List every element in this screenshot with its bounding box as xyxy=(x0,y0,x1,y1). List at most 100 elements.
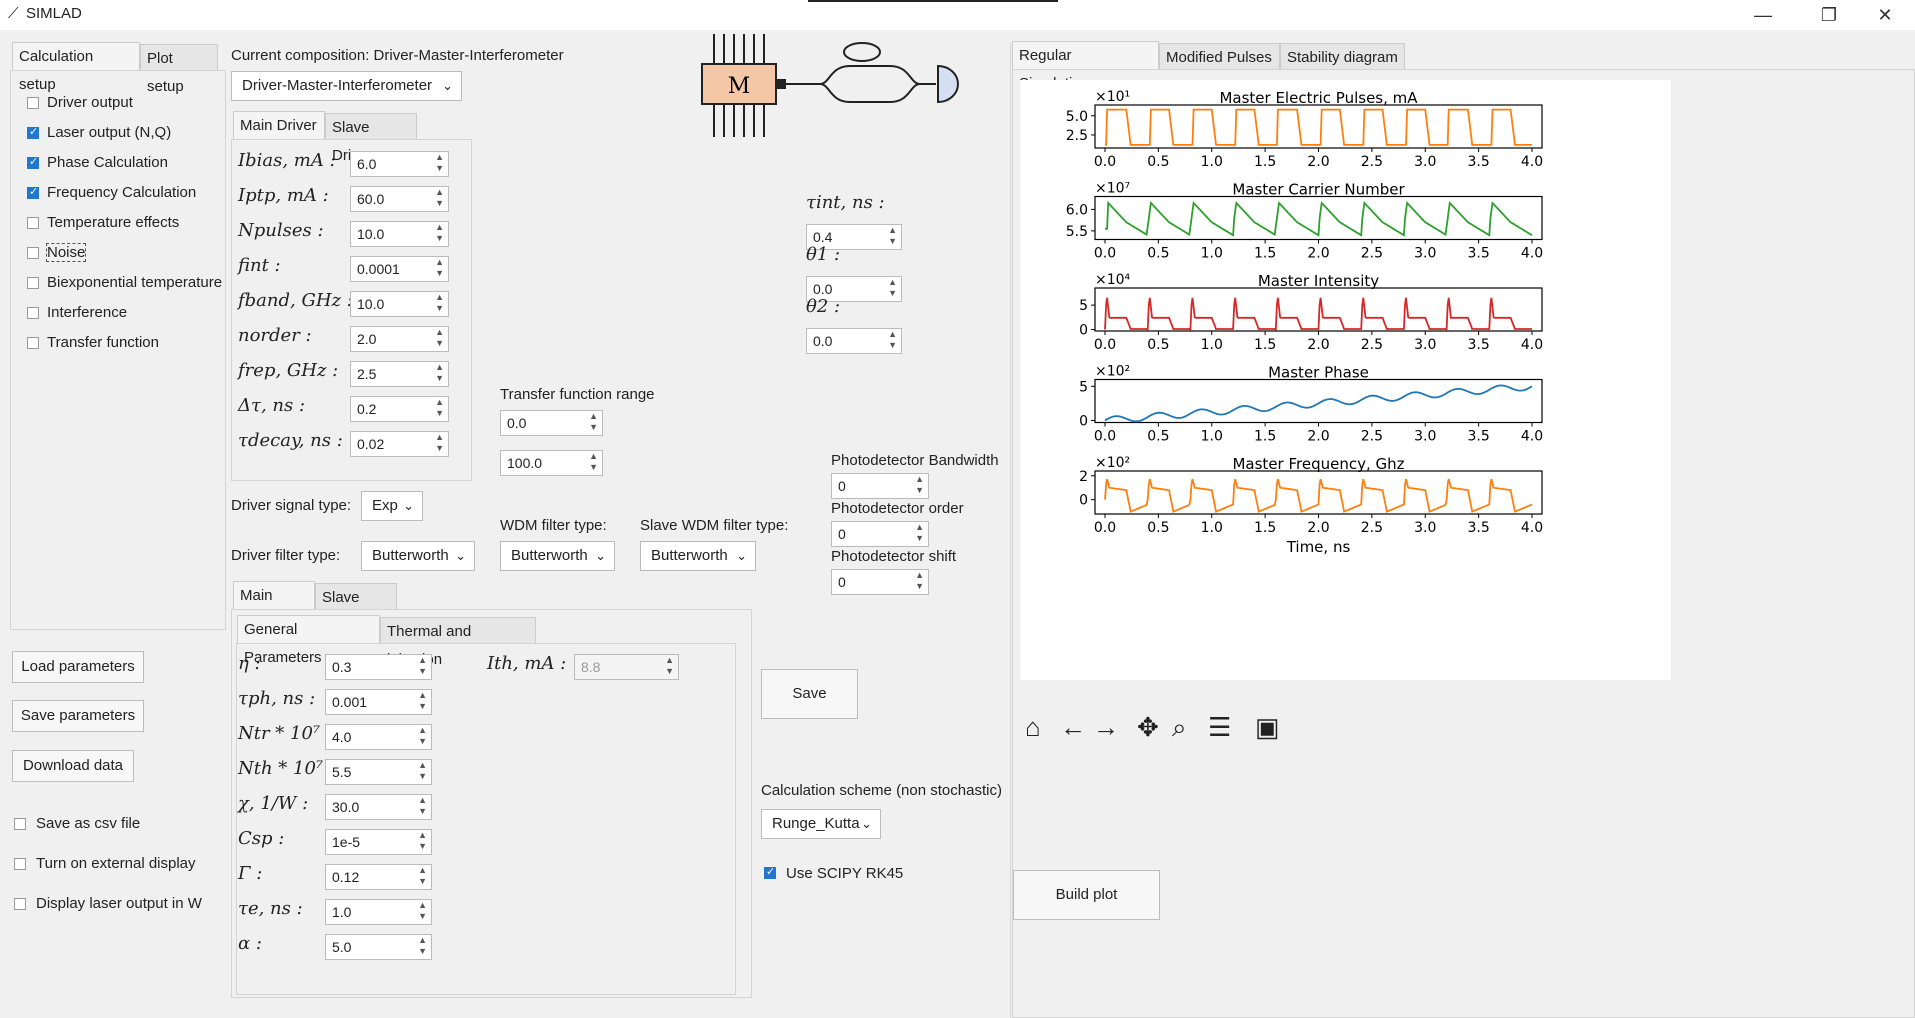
interf-param-input[interactable]: 0.4▲▼ xyxy=(806,224,902,250)
tab-regular-simulations[interactable]: Regular Simulations xyxy=(1012,41,1159,92)
spin-arrows-icon[interactable]: ▲▼ xyxy=(888,329,897,350)
checkbox-biexponential-temperature[interactable] xyxy=(27,277,39,289)
laser-param-input[interactable]: 5.5▲▼ xyxy=(325,759,432,785)
driver-param-input[interactable]: 0.02▲▼ xyxy=(350,431,449,457)
laser-param-input[interactable]: 0.3▲▼ xyxy=(325,654,432,680)
checkbox-noise[interactable] xyxy=(27,247,39,259)
build-plot-button[interactable]: Build plot xyxy=(1013,870,1160,920)
checkbox-transfer-function[interactable] xyxy=(27,337,39,349)
tab-general-parameters[interactable]: General Parameters xyxy=(237,615,380,666)
spin-arrows-icon[interactable]: ▲▼ xyxy=(435,152,444,173)
spin-arrows-icon[interactable]: ▲▼ xyxy=(435,362,444,383)
tab-main-laser[interactable]: Main laser xyxy=(233,581,315,632)
transfer-from-input[interactable]: 0.0▲▼ xyxy=(500,410,603,436)
spin-arrows-icon[interactable]: ▲▼ xyxy=(435,187,444,208)
spin-arrows-icon[interactable]: ▲▼ xyxy=(915,522,924,543)
download-data-button[interactable]: Download data xyxy=(12,750,134,782)
interf-param-input[interactable]: 0.0▲▼ xyxy=(806,328,902,354)
spin-arrows-icon[interactable]: ▲▼ xyxy=(435,327,444,348)
spin-arrows-icon[interactable]: ▲▼ xyxy=(418,935,427,956)
spin-arrows-icon[interactable]: ▲▼ xyxy=(435,222,444,243)
load-parameters-button[interactable]: Load parameters xyxy=(12,651,144,683)
interf-param-input[interactable]: 0.0▲▼ xyxy=(806,276,902,302)
laser-param-input[interactable]: 0.001▲▼ xyxy=(325,689,432,715)
home-icon[interactable]: ⌂ xyxy=(1025,712,1041,742)
spin-arrows-icon[interactable]: ▲▼ xyxy=(888,225,897,246)
y-tick-label: 5.5 xyxy=(1066,224,1088,240)
driver-param-input[interactable]: 0.2▲▼ xyxy=(350,396,449,422)
slave-wdm-filter-select[interactable]: Butterworth⌄ xyxy=(640,541,756,571)
spin-arrows-icon[interactable]: ▲▼ xyxy=(435,257,444,278)
spin-arrows-icon[interactable]: ▲▼ xyxy=(418,865,427,886)
checkbox-save-as-csv-file[interactable] xyxy=(14,818,26,830)
checkbox-turn-on-external-display[interactable] xyxy=(14,858,26,870)
tab-main-driver[interactable]: Main Driver xyxy=(233,111,325,139)
tab-slave-driver[interactable]: Slave Driver xyxy=(325,113,417,164)
driver-param-input[interactable]: 0.0001▲▼ xyxy=(350,256,449,282)
composition-select[interactable]: Driver-Master-Interferometer ⌄ xyxy=(231,71,462,101)
spin-arrows-icon[interactable]: ▲▼ xyxy=(418,725,427,746)
checkbox-phase-calculation[interactable] xyxy=(27,155,39,169)
forward-icon[interactable]: → xyxy=(1093,712,1119,742)
checkbox-driver-output[interactable] xyxy=(27,97,39,109)
driver-signal-select[interactable]: Exp⌄ xyxy=(361,491,423,521)
maximize-icon[interactable]: ❐ xyxy=(1820,5,1838,25)
scheme-select[interactable]: Runge_Kutta⌄ xyxy=(761,809,881,839)
pan-icon[interactable]: ✥ xyxy=(1137,712,1159,742)
use-scipy-label: Use SCIPY RK45 xyxy=(786,865,904,882)
laser-param-input[interactable]: 30.0▲▼ xyxy=(325,794,432,820)
spin-arrows-icon[interactable]: ▲▼ xyxy=(435,432,444,453)
tab-plot-setup[interactable]: Plot setup xyxy=(140,44,218,95)
checkbox-laser-output-n-q[interactable] xyxy=(27,125,39,139)
laser-param-input[interactable]: 1e-5▲▼ xyxy=(325,829,432,855)
laser-param-input[interactable]: 0.12▲▼ xyxy=(325,864,432,890)
spin-arrows-icon[interactable]: ▲▼ xyxy=(915,570,924,591)
spin-arrows-icon[interactable]: ▲▼ xyxy=(418,760,427,781)
checkbox-temperature-effects[interactable] xyxy=(27,217,39,229)
spin-arrows-icon[interactable]: ▲▼ xyxy=(915,474,924,495)
driver-filter-select[interactable]: Butterworth⌄ xyxy=(361,541,475,571)
wdm-filter-select[interactable]: Butterworth⌄ xyxy=(500,541,615,571)
use-scipy-checkbox[interactable] xyxy=(764,865,776,879)
minimize-icon[interactable]: — xyxy=(1754,5,1772,25)
save-button[interactable]: Save xyxy=(761,669,858,719)
spin-arrows-icon[interactable]: ▲▼ xyxy=(435,292,444,313)
checkbox-frequency-calculation[interactable] xyxy=(27,185,39,199)
save-icon[interactable]: ▣ xyxy=(1255,712,1280,742)
spin-arrows-icon[interactable]: ▲▼ xyxy=(418,690,427,711)
driver-param-input[interactable]: 10.0▲▼ xyxy=(350,291,449,317)
spin-arrows-icon[interactable]: ▲▼ xyxy=(418,795,427,816)
photodetector-input[interactable]: 0▲▼ xyxy=(831,569,929,595)
spin-arrows-icon[interactable]: ▲▼ xyxy=(418,900,427,921)
chart-title: Master Frequency, Ghz xyxy=(1232,455,1404,473)
laser-param-input[interactable]: 4.0▲▼ xyxy=(325,724,432,750)
transfer-to-input[interactable]: 100.0▲▼ xyxy=(500,450,603,476)
spin-arrows-icon[interactable]: ▲▼ xyxy=(435,397,444,418)
tab-thermal-injection[interactable]: Thermal and injection xyxy=(380,617,536,668)
checkbox-display-laser-output-in-w[interactable] xyxy=(14,898,26,910)
driver-param-input[interactable]: 2.0▲▼ xyxy=(350,326,449,352)
close-icon[interactable]: ✕ xyxy=(1877,5,1893,25)
chart-multiplier: ×10¹ xyxy=(1095,89,1130,105)
tab-stability-diagram[interactable]: Stability diagram xyxy=(1280,43,1405,69)
zoom-icon[interactable]: ⌕ xyxy=(1172,712,1187,742)
laser-param-input[interactable]: 1.0▲▼ xyxy=(325,899,432,925)
photodetector-input[interactable]: 0▲▼ xyxy=(831,473,929,499)
photodetector-input[interactable]: 0▲▼ xyxy=(831,521,929,547)
driver-param-input[interactable]: 60.0▲▼ xyxy=(350,186,449,212)
spin-arrows-icon[interactable]: ▲▼ xyxy=(418,830,427,851)
laser-param-input[interactable]: 5.0▲▼ xyxy=(325,934,432,960)
tab-modified-pulses[interactable]: Modified Pulses xyxy=(1159,43,1280,69)
spin-arrows-icon[interactable]: ▲▼ xyxy=(888,277,897,298)
tab-calculation-setup[interactable]: Calculation setup xyxy=(12,42,140,93)
driver-param-input[interactable]: 10.0▲▼ xyxy=(350,221,449,247)
spin-arrows-icon[interactable]: ▲▼ xyxy=(418,655,427,676)
checkbox-interference[interactable] xyxy=(27,307,39,319)
configure-icon[interactable]: ☰ xyxy=(1208,712,1232,742)
back-icon[interactable]: ← xyxy=(1060,712,1086,742)
driver-param-input[interactable]: 6.0▲▼ xyxy=(350,151,449,177)
x-tick-label: 3.5 xyxy=(1467,520,1489,536)
save-parameters-button[interactable]: Save parameters xyxy=(12,700,144,732)
tab-slave-laser[interactable]: Slave laser xyxy=(315,583,397,634)
driver-param-input[interactable]: 2.5▲▼ xyxy=(350,361,449,387)
